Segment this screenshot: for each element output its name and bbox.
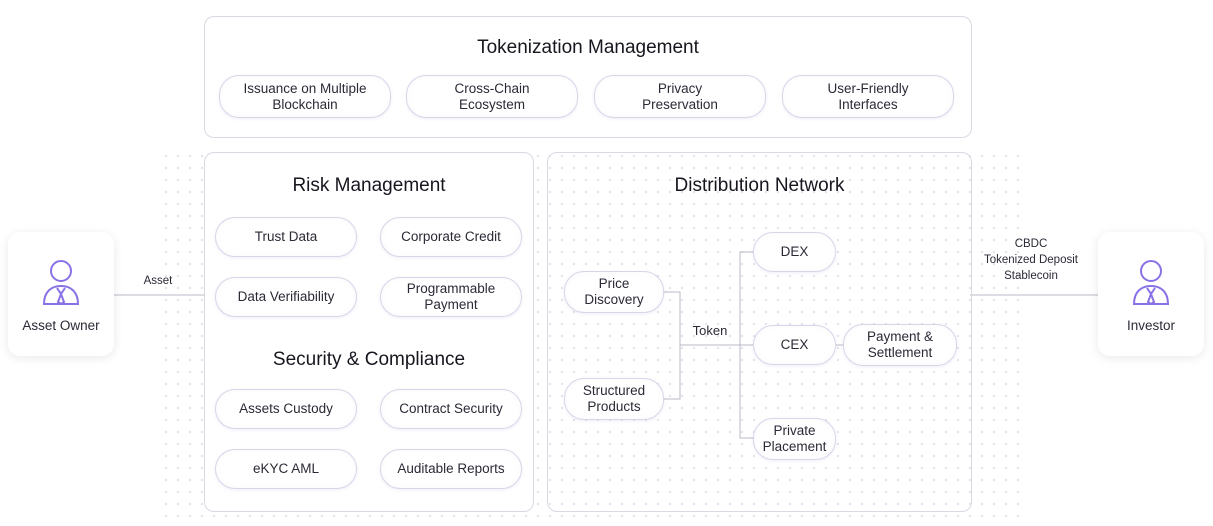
user-icon	[1132, 260, 1170, 306]
user-icon	[42, 260, 80, 306]
pill-structured-products[interactable]: Structured Products	[564, 378, 664, 420]
investor-flow-label-stablecoin: Stablecoin	[1004, 270, 1058, 282]
pill-trust-data[interactable]: Trust Data	[215, 217, 357, 257]
pill-private-placement[interactable]: Private Placement	[753, 418, 836, 460]
pill-corporate-credit[interactable]: Corporate Credit	[380, 217, 522, 257]
pill-programmable-payment[interactable]: Programmable Payment	[380, 277, 522, 317]
investor-label: Investor	[1126, 318, 1176, 333]
distribution-network-panel: Distribution Network	[547, 152, 972, 512]
pill-dex[interactable]: DEX	[753, 232, 836, 272]
pill-contract-security[interactable]: Contract Security	[380, 389, 522, 429]
asset-flow-label: Asset	[143, 275, 173, 287]
pill-ekyc-aml[interactable]: eKYC AML	[215, 449, 357, 489]
pill-privacy[interactable]: Privacy Preservation	[594, 75, 766, 118]
pill-auditable-reports[interactable]: Auditable Reports	[380, 449, 522, 489]
asset-owner-card[interactable]: Asset Owner	[8, 232, 114, 356]
tokenization-title: Tokenization Management	[477, 37, 699, 58]
pill-payment-settlement[interactable]: Payment & Settlement	[843, 324, 957, 366]
asset-owner-label: Asset Owner	[22, 318, 100, 333]
pill-assets-custody[interactable]: Assets Custody	[215, 389, 357, 429]
pill-data-verifiability[interactable]: Data Verifiability	[215, 277, 357, 317]
investor-card[interactable]: Investor	[1098, 232, 1204, 356]
pill-user-friendly[interactable]: User-Friendly Interfaces	[782, 75, 954, 118]
investor-flow-label-tokenized-deposit: Tokenized Deposit	[984, 254, 1078, 266]
distribution-network-title: Distribution Network	[674, 175, 845, 196]
pill-cross-chain[interactable]: Cross-Chain Ecosystem	[406, 75, 578, 118]
pill-cex[interactable]: CEX	[753, 325, 836, 365]
security-compliance-title: Security & Compliance	[272, 349, 466, 370]
investor-flow-label-cbdc: CBDC	[1014, 238, 1048, 250]
pill-price-discovery[interactable]: Price Discovery	[564, 271, 664, 313]
pill-issuance[interactable]: Issuance on Multiple Blockchain	[219, 75, 391, 118]
token-label: Token	[692, 323, 728, 338]
risk-management-title: Risk Management	[292, 175, 446, 196]
